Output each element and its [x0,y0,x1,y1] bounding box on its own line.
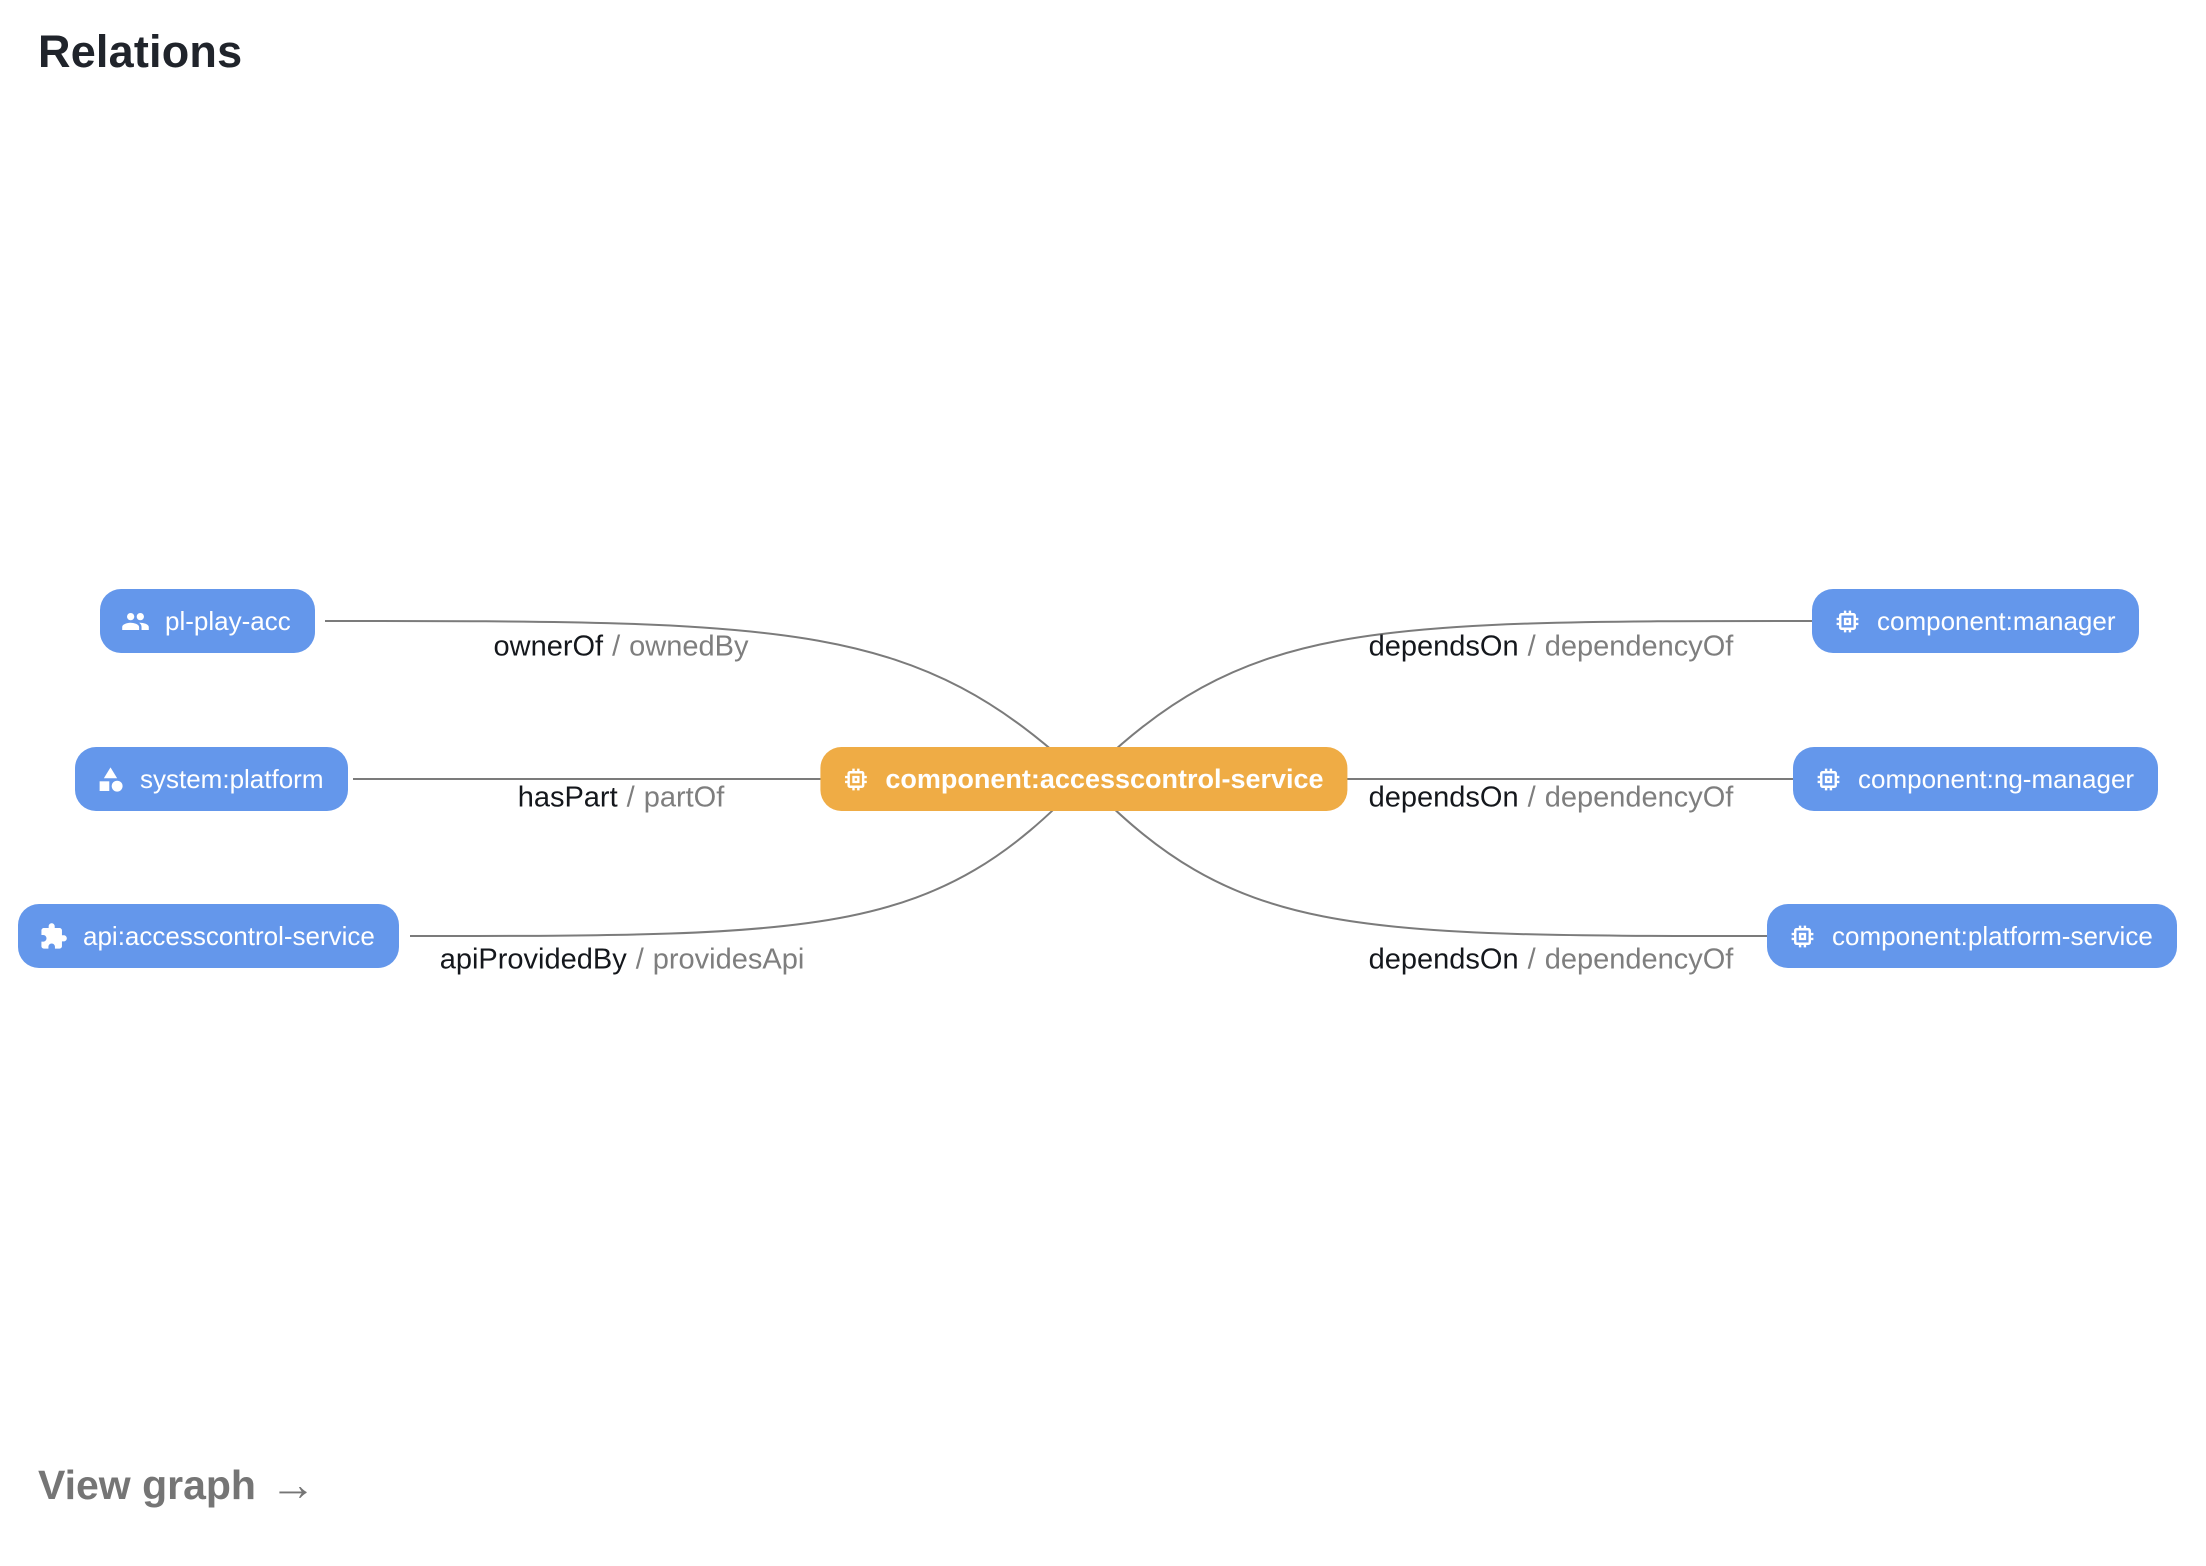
edge-ownerof [324,620,1085,780]
entity-node-component-manager[interactable]: component:manager [1812,589,2140,653]
arrow-right-icon: → [269,1457,316,1510]
entity-node-api-accesscontrol-service[interactable]: api:accesscontrol-service [18,904,399,968]
entity-node-label: component:ng-manager [1858,763,2135,794]
people-icon [121,607,150,636]
entity-node-component-ng-manager[interactable]: component:ng-manager [1793,747,2159,811]
chip-icon [841,765,870,794]
puzzle-icon [39,922,68,951]
edge-dependson-3 [1083,778,1768,937]
view-graph-label: View graph [38,1462,256,1508]
chip-icon [1814,765,1843,794]
entity-node-system-platform[interactable]: system:platform [75,747,348,811]
chip-icon [1833,607,1862,636]
entity-node-label: pl-play-acc [165,605,291,636]
edge-label-dependson-3: dependsOn/dependencyOf [1368,943,1734,976]
entity-node-component-accesscontrol-service[interactable]: component:accesscontrol-service [820,747,1348,811]
category-icon [96,765,125,794]
edge-dependson-1 [1083,620,1813,780]
entity-node-label: api:accesscontrol-service [83,920,375,951]
entity-node-label: component:platform-service [1832,920,2153,951]
edge-apiprovidedby [409,778,1085,937]
entity-node-pl-play-acc[interactable]: pl-play-acc [100,589,315,653]
edge-label-haspart: hasPart/partOf [517,781,725,814]
entity-node-label: system:platform [140,763,324,794]
edge-label-dependson-1: dependsOn/dependencyOf [1368,630,1734,663]
card-title: Relations [38,26,243,77]
edge-label-ownerof: ownerOf/ownedBy [493,630,749,663]
edge-label-dependson-2: dependsOn/dependencyOf [1368,781,1734,814]
chip-icon [1788,922,1817,951]
entity-node-component-platform-service[interactable]: component:platform-service [1767,904,2177,968]
entity-node-label: component:manager [1877,605,2116,636]
view-graph-link[interactable]: View graph → [38,1457,316,1510]
entity-node-label: component:accesscontrol-service [885,763,1324,794]
edge-label-apiprovidedby: apiProvidedBy/providesApi [439,943,805,976]
